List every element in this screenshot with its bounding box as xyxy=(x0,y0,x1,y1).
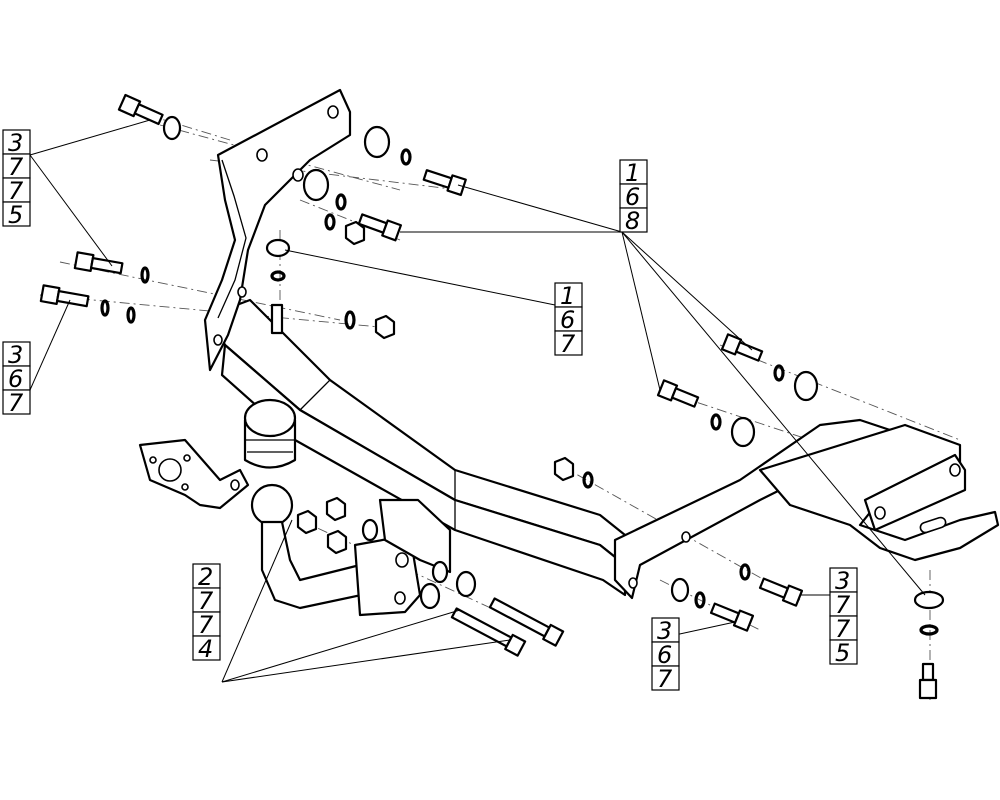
bolt-icon xyxy=(918,662,938,700)
callout-number: 7 xyxy=(8,177,24,205)
washer-icon xyxy=(162,115,182,141)
bolt-icon xyxy=(117,93,164,126)
ball-cap-icon xyxy=(243,398,297,469)
callout-center-mid: 1 6 7 xyxy=(554,282,583,358)
callout-center-top: 1 6 8 xyxy=(619,159,648,235)
callout-number: 5 xyxy=(8,201,23,229)
nut-icon xyxy=(296,509,318,535)
washer-icon xyxy=(773,364,785,382)
washer-icon xyxy=(730,416,756,448)
washer-icon xyxy=(431,560,449,584)
callout-bottom-center: 3 6 7 xyxy=(651,617,680,693)
callout-number: 7 xyxy=(657,665,673,693)
callout-number: 4 xyxy=(198,635,213,663)
nut-icon xyxy=(553,456,575,482)
washer-icon xyxy=(344,310,356,330)
washer-icon xyxy=(400,148,412,166)
washer-icon xyxy=(419,582,441,610)
bolt-icon xyxy=(709,602,755,632)
washer-icon xyxy=(670,577,690,603)
bracket-hole xyxy=(292,168,304,182)
washer-icon xyxy=(335,193,347,211)
callout-number: 3 xyxy=(835,567,850,595)
bracket-hole xyxy=(256,148,268,162)
washer-icon xyxy=(793,370,819,402)
bracket-hole xyxy=(681,531,691,543)
bracket-hole xyxy=(949,463,961,477)
washer-icon xyxy=(694,591,706,609)
bolt-icon xyxy=(422,169,467,197)
bolt-icon xyxy=(720,333,764,362)
callout-number: 5 xyxy=(835,639,850,667)
washer-icon xyxy=(913,590,945,610)
bracket-hole xyxy=(327,105,339,119)
callout-bottom-right: 3 7 7 5 xyxy=(829,567,858,667)
tow-ball-assembly xyxy=(243,398,452,617)
callout-number: 8 xyxy=(625,207,640,235)
callout-number: 6 xyxy=(657,641,672,669)
callout-number: 3 xyxy=(657,617,672,645)
washer-icon xyxy=(363,125,391,159)
callout-number: 2 xyxy=(198,563,213,591)
callout-number: 1 xyxy=(560,282,575,310)
right-mount-bracket xyxy=(613,418,1000,600)
tow-ball-icon xyxy=(250,483,422,617)
bolt-icon xyxy=(450,607,527,657)
callout-number: 7 xyxy=(8,153,24,181)
socket-bracket-icon xyxy=(138,438,250,510)
bracket-hole xyxy=(874,506,886,520)
washers xyxy=(100,115,945,636)
washer-icon xyxy=(140,266,150,284)
washer-icon xyxy=(361,518,379,542)
callout-bottom-left: 2 7 7 4 xyxy=(192,563,221,663)
washer-icon xyxy=(126,306,136,324)
bolt-icon xyxy=(758,577,804,607)
nut-icon xyxy=(325,496,347,522)
callout-number: 7 xyxy=(835,615,851,643)
callout-number: 3 xyxy=(8,341,23,369)
bolt-icon xyxy=(656,379,700,408)
washer-icon xyxy=(919,624,939,636)
left-mount-bracket xyxy=(203,88,352,372)
bolt-icon xyxy=(357,213,402,242)
washer-icon xyxy=(302,168,330,202)
washer-icon xyxy=(582,471,594,489)
callout-number: 6 xyxy=(560,306,575,334)
nuts xyxy=(296,220,575,555)
callout-number: 7 xyxy=(560,330,576,358)
bolt-icon xyxy=(488,597,565,647)
callout-left: 3 6 7 xyxy=(2,341,31,417)
callout-number: 7 xyxy=(835,591,851,619)
washer-icon xyxy=(739,563,751,581)
callout-number: 7 xyxy=(8,389,24,417)
washer-icon xyxy=(455,570,477,598)
bracket-hole xyxy=(213,334,223,346)
callout-number: 1 xyxy=(625,159,640,187)
leader-lines xyxy=(29,119,926,683)
washer-icon xyxy=(270,270,286,282)
callout-number: 3 xyxy=(8,129,23,157)
nut-icon xyxy=(344,220,366,246)
callout-number: 6 xyxy=(625,183,640,211)
callout-number: 7 xyxy=(198,587,214,615)
washer-icon xyxy=(265,238,291,258)
bolt-icon xyxy=(39,284,90,308)
bolt-icon xyxy=(73,251,124,275)
callout-number: 7 xyxy=(198,611,214,639)
bracket-hole xyxy=(237,286,247,298)
washer-icon xyxy=(100,299,110,317)
callout-top-left: 3 7 7 5 xyxy=(2,129,31,229)
washer-icon xyxy=(710,413,722,431)
washer-icon xyxy=(324,213,336,231)
callout-number: 6 xyxy=(8,365,23,393)
bolts xyxy=(39,93,938,700)
bracket-hole xyxy=(628,577,638,589)
nut-icon xyxy=(326,529,348,555)
nut-icon xyxy=(374,314,396,340)
